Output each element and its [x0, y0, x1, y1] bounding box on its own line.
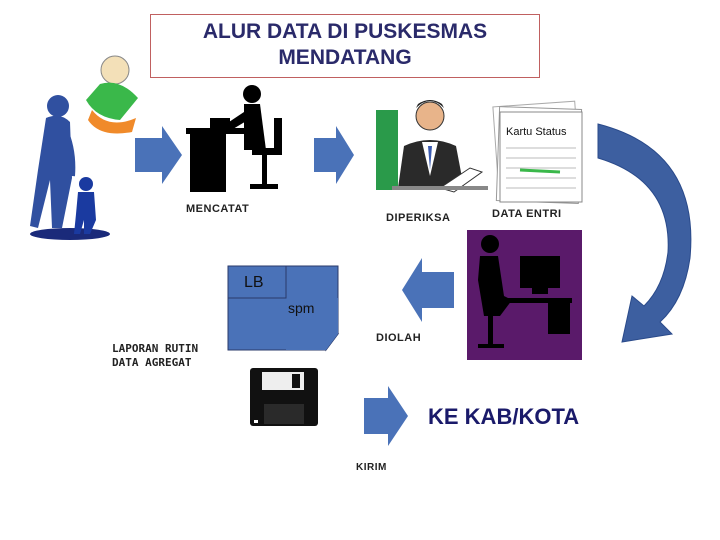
- step-label-diolah: DIOLAH: [376, 332, 422, 344]
- floppy-disk-icon: [250, 368, 318, 426]
- status-card-stack-icon: [492, 100, 583, 204]
- laporan-line-2: DATA AGREGAT: [112, 356, 192, 369]
- arrow-right-2: [314, 126, 354, 184]
- doc-label-lb: LB: [244, 274, 264, 291]
- arrow-left: [402, 258, 454, 322]
- step-label-data-entri: DATA ENTRI: [492, 208, 562, 220]
- doctor-icon: [376, 100, 488, 193]
- arrow-right-1: [135, 126, 182, 184]
- title-line-1: ALUR DATA DI PUSKESMAS: [202, 20, 488, 43]
- family-icon: [30, 55, 138, 240]
- arrow-right-3: [364, 386, 408, 446]
- step-label-kirim: KIRIM: [356, 462, 387, 473]
- curved-arrow: [597, 123, 692, 343]
- title-line-2: MENDATANG: [278, 46, 412, 69]
- clerk-desk-icon: [186, 85, 282, 192]
- kartu-status-label: Kartu Status: [506, 126, 567, 138]
- laporan-label: LAPORAN RUTIN DATA AGREGAT: [112, 342, 198, 370]
- laporan-line-1: LAPORAN RUTIN: [112, 342, 199, 355]
- computer-user-icon: [467, 230, 582, 360]
- report-document-icon: [227, 265, 340, 352]
- destination-label: KE KAB/KOTA: [428, 404, 580, 429]
- page-title: ALUR DATA DI PUSKESMAS MENDATANG: [150, 14, 540, 78]
- step-label-diperiksa: DIPERIKSA: [386, 212, 451, 224]
- step-label-mencatat: MENCATAT: [186, 203, 250, 215]
- doc-label-spm: spm: [288, 300, 315, 316]
